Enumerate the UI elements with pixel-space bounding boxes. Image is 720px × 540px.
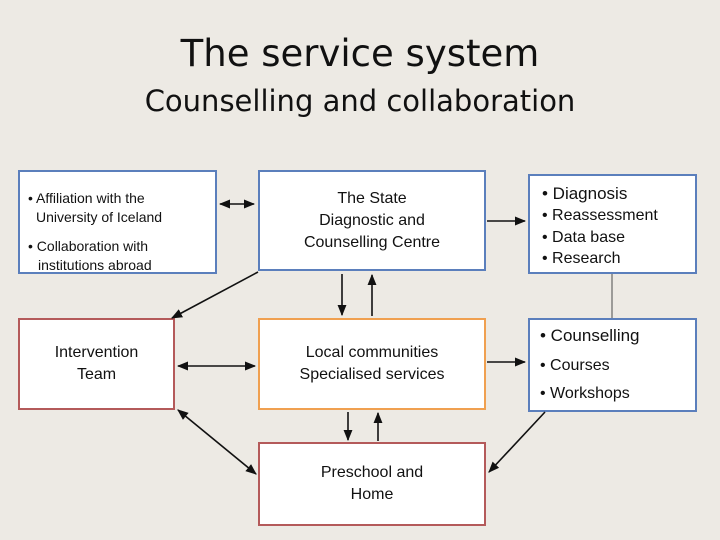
counselling-item: • Counselling — [540, 326, 640, 345]
local-line-1: Local communities — [305, 344, 439, 361]
local-line-2: Specialised services — [299, 366, 445, 383]
diagnosis-item: • Diagnosis — [542, 184, 628, 203]
arrow-sdcc-intervention — [171, 271, 259, 319]
database-item: • Data base — [542, 229, 625, 246]
sdcc-line-2: Diagnostic and — [319, 211, 425, 229]
intervention-team-box: Intervention Team — [18, 318, 175, 410]
workshops-item: • Workshops — [540, 385, 630, 402]
diagnosis-box: • Diagnosis • Reassessment • Data base •… — [528, 174, 697, 274]
collaboration-line-2: institutions abroad — [38, 257, 152, 273]
preschool-line-2: Home — [350, 486, 394, 503]
affiliation-box: • Affiliation with the University of Ice… — [18, 170, 217, 274]
courses-item: • Courses — [540, 357, 610, 374]
preschool-line-1: Preschool and — [320, 464, 424, 481]
arrow-counselling-preschool — [488, 411, 546, 473]
sdcc-line-3: Counselling Centre — [303, 233, 441, 251]
sdcc-line-1: The State — [337, 189, 407, 207]
preschool-home-box: Preschool and Home — [258, 442, 486, 526]
local-communities-box: Local communities Specialised services — [258, 318, 486, 410]
page-title: The service system — [180, 32, 540, 75]
collaboration-line-1: • Collaboration with — [28, 238, 149, 254]
reassessment-item: • Reassessment — [542, 207, 658, 224]
affiliation-line-1: • Affiliation with the — [28, 190, 145, 206]
arrow-intervention-preschool — [177, 409, 257, 475]
counselling-box: • Counselling • Courses • Workshops — [528, 318, 697, 412]
research-item: • Research — [542, 250, 621, 267]
affiliation-line-2: University of Iceland — [36, 209, 163, 225]
intervention-line-2: Team — [76, 366, 117, 383]
intervention-line-1: Intervention — [54, 344, 139, 361]
page-subtitle: Counselling and collaboration — [144, 84, 576, 118]
state-diagnostic-centre-box: The State Diagnostic and Counselling Cen… — [258, 170, 486, 271]
